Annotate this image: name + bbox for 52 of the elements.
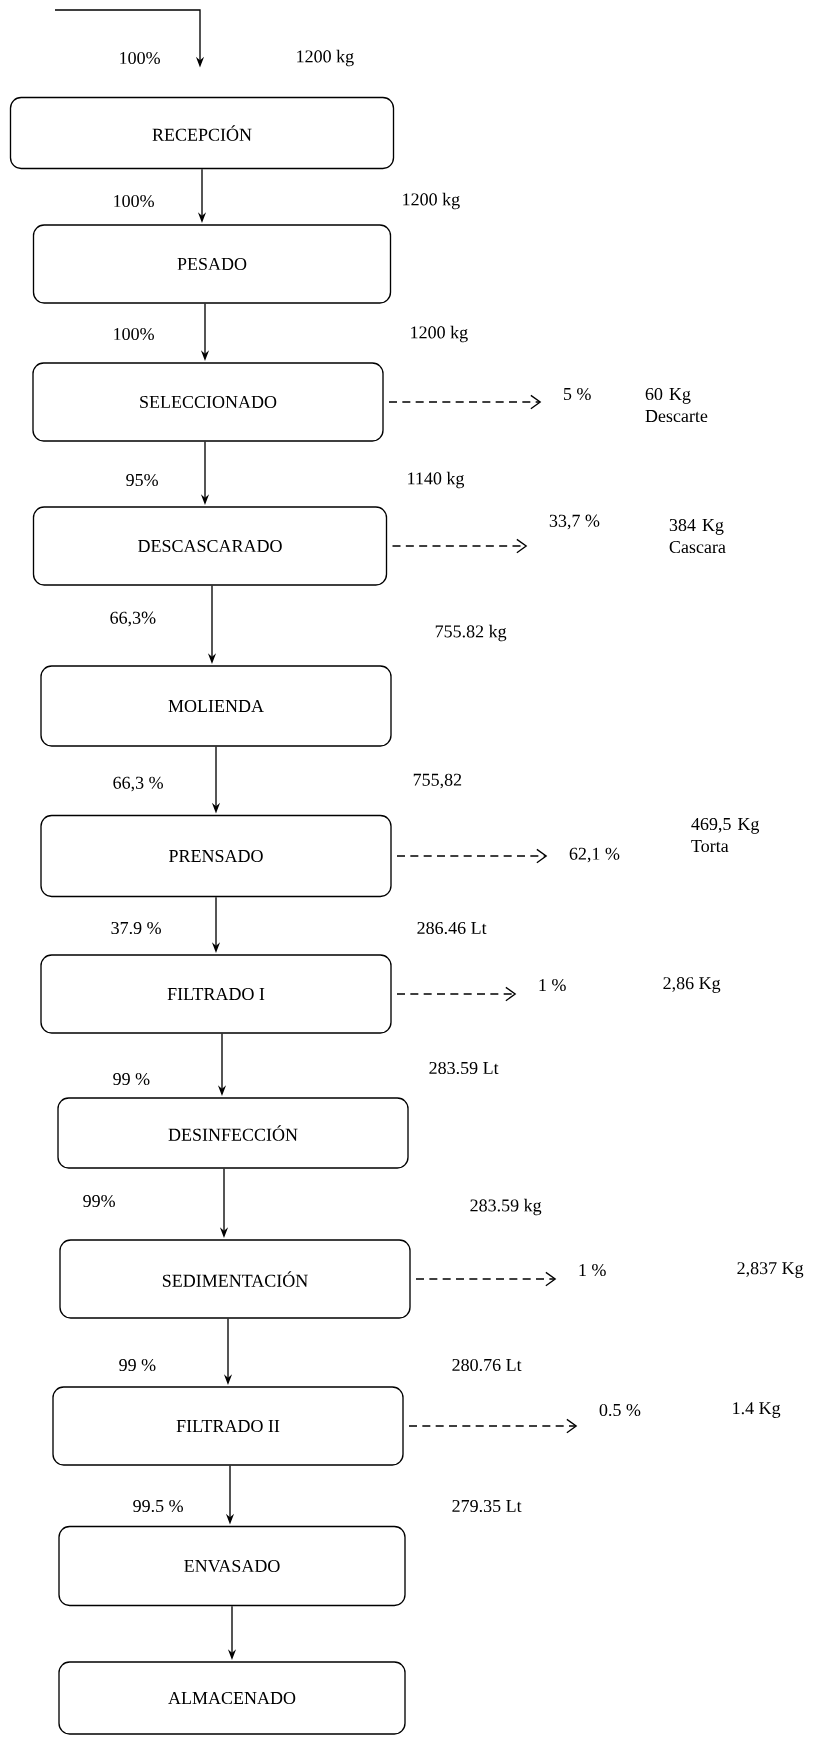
percentage-label: 1 % — [539, 978, 566, 992]
process-box: ALMACENADO — [58, 1661, 406, 1735]
flow-label: 2,86 Kg — [663, 977, 721, 993]
flow-label: 37.9 % — [111, 921, 161, 935]
flow-label: 99.5 % — [133, 1499, 183, 1513]
process-box: SELECCIONADO — [32, 362, 384, 442]
flow-label: 99 % — [113, 1072, 150, 1086]
flow-label: 1200 kg — [403, 192, 460, 210]
flow-label: 755,82 — [413, 773, 462, 789]
flow-label: 95% — [126, 473, 158, 487]
flow-label: 1200 kg — [411, 325, 468, 343]
flow-label: 280.76 Lt — [452, 1358, 522, 1372]
arrow — [396, 986, 517, 1002]
arrow — [391, 538, 528, 554]
process-box: PESADO — [32, 224, 392, 304]
flow-label: 1.4 Kg — [733, 1402, 781, 1418]
percentage-label: 33,7 % — [549, 514, 600, 530]
flow-label: 99% — [83, 1194, 115, 1208]
flow-label: 1140 kg — [408, 471, 465, 489]
process-box: RECEPCIÓN — [9, 96, 395, 170]
process-box: FILTRADO II — [52, 1386, 404, 1466]
arrow — [396, 848, 548, 864]
flow-label: 283.59 Lt — [429, 1061, 499, 1075]
flow-label: 100% — [114, 194, 154, 208]
percentage-label: 5 % — [564, 387, 591, 401]
process-box: ENVASADO — [58, 1525, 406, 1607]
flow-label: 2,837 Kg — [737, 1262, 804, 1278]
arrow — [388, 394, 542, 410]
process-box: SEDIMENTACIÓN — [59, 1239, 411, 1319]
mass-label: 384 Kg Cascara — [669, 518, 726, 554]
flow-label: 283.59 kg — [470, 1198, 542, 1216]
flow-label: 100% — [114, 327, 154, 341]
arrow — [415, 1271, 557, 1287]
flow-label: 279.35 Lt — [452, 1499, 522, 1513]
mass-label: 469,5 Kg Torta — [691, 817, 760, 853]
process-box: MOLIENDA — [40, 665, 392, 747]
flow-label: 66,3 % — [113, 776, 163, 792]
flow-label: 1200 kg — [297, 49, 354, 67]
percentage-label: 0.5 % — [599, 1403, 641, 1417]
process-box: PRENSADO — [40, 814, 392, 898]
flow-label: 286.46 Lt — [417, 921, 487, 935]
process-box: DESCASCARADO — [32, 506, 388, 586]
percentage-label: 1 % — [579, 1263, 606, 1277]
mass-label: 60 Kg Descarte — [645, 387, 708, 423]
percentage-label: 62,1 % — [569, 847, 620, 863]
arrow — [408, 1418, 578, 1434]
flow-label: 99 % — [119, 1358, 156, 1372]
process-box: FILTRADO I — [40, 954, 392, 1034]
process-box: DESINFECCIÓN — [57, 1097, 409, 1169]
flow-label: 66,3% — [110, 611, 156, 627]
flow-label: 100% — [120, 51, 160, 65]
flow-label: 755.82 kg — [435, 624, 507, 642]
